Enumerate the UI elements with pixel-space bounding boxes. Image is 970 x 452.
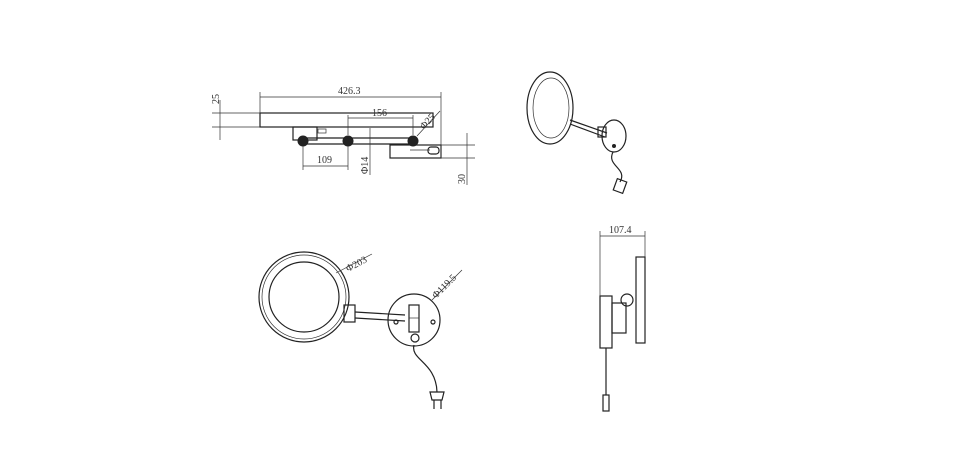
side-view: 107.4 [599,225,646,412]
dim-base-diameter: Φ119.5 [430,273,459,302]
mirror-top-outline [259,112,434,128]
joint [342,135,354,147]
dim-base-thickness: 30 [457,174,468,184]
dim-joint-diameter: Φ25 [418,112,438,132]
isometric-view [526,71,628,195]
dim-arm-segment: 156 [372,108,387,119]
dim-depth: 107.4 [609,225,632,236]
dim-first-segment: 109 [317,155,332,166]
mirror-outer-ring [258,251,350,343]
dim-mirror-thickness: 25 [211,94,222,104]
joint [407,135,419,147]
dim-arm-diameter: Φ14 [360,157,371,174]
mirror-side [635,256,646,344]
dim-mirror-diameter: Φ203 [344,254,369,274]
wall-plate-side [599,295,613,349]
dim-total-length: 426.3 [338,86,361,97]
joint [297,135,309,147]
plug-side [602,394,610,412]
plug [429,391,445,401]
front-view: Φ203 Φ119.5 [258,251,463,409]
top-view: 426.3 25 156 Φ25 Φ14 109 30 [211,86,475,185]
mirror-glass [268,261,340,333]
